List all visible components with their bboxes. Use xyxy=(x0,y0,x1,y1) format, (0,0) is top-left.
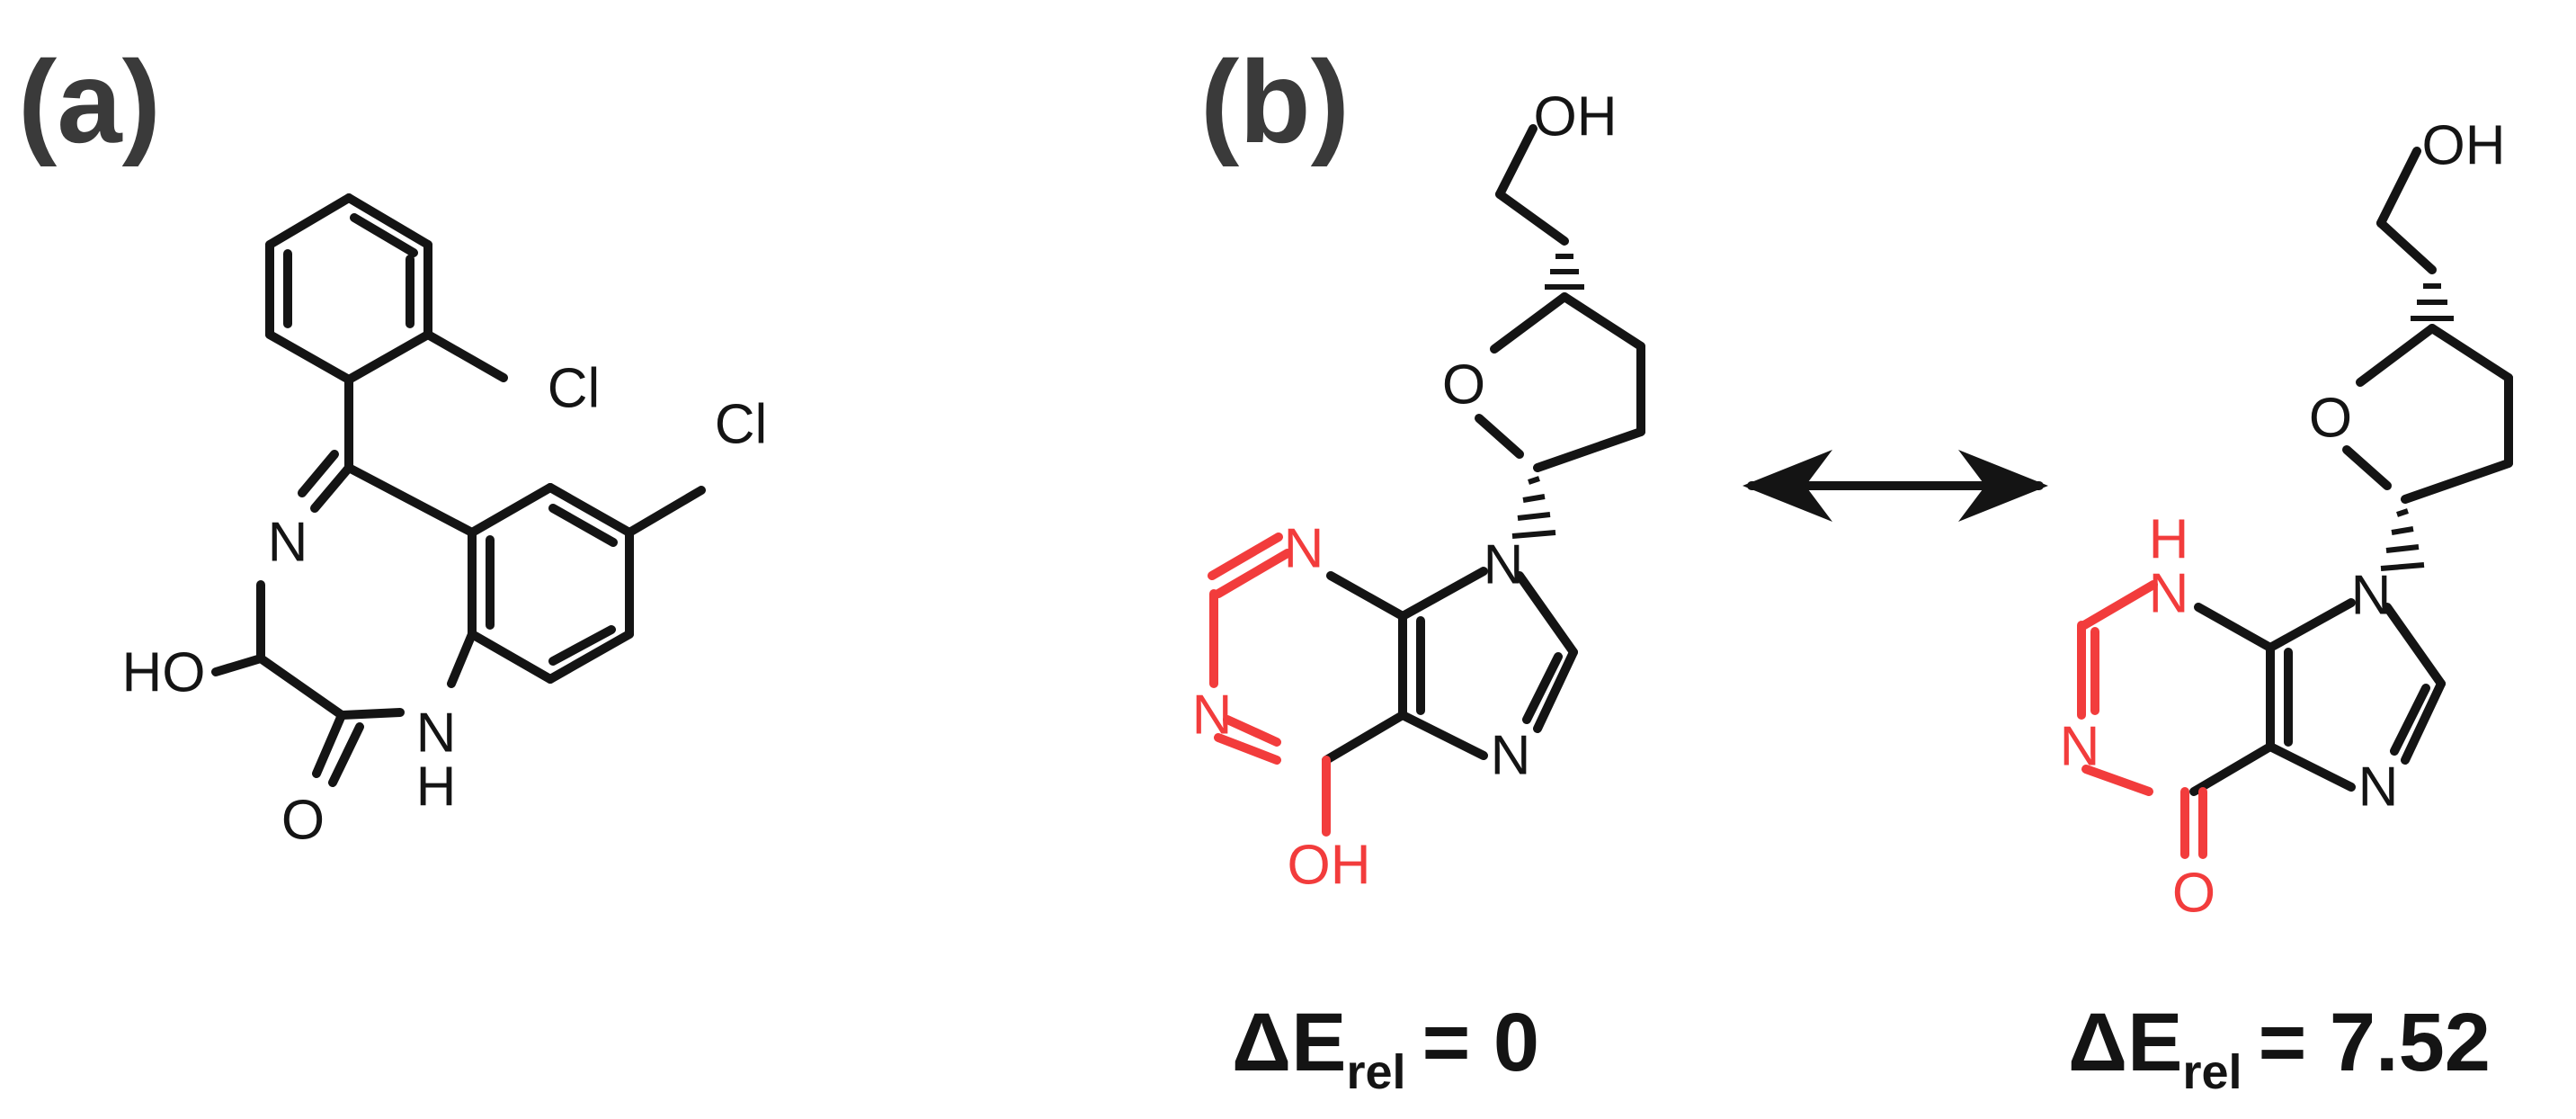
energy-symbol: ΔE xyxy=(2068,997,2183,1088)
chlorophenyl-ring xyxy=(265,193,508,384)
nitrogen-label: N xyxy=(1491,725,1531,787)
energy-label-left: ΔErel = 0 xyxy=(1232,997,1539,1099)
nitrogen-label: N xyxy=(1192,685,1233,747)
chlorobenzo-ring xyxy=(468,483,706,684)
molecule-b-left-atoms: OH O N N N N OH xyxy=(1192,86,1618,897)
nitrogen-label: N xyxy=(2060,716,2100,778)
oxygen-label: O xyxy=(1442,354,1485,416)
molecule-b-right: OH O N N H N N O xyxy=(2060,115,2513,925)
hashed-wedge xyxy=(1545,238,1584,290)
nitrogen-label: N xyxy=(1484,534,1524,596)
chlorine-label: Cl xyxy=(548,358,601,420)
chlorine-label: Cl xyxy=(715,394,768,456)
oxygen-label: O xyxy=(2309,388,2352,450)
panel-label-a: (a) xyxy=(18,36,161,167)
energy-value: = 7.52 xyxy=(2259,997,2491,1088)
hydroxyl-label: HO xyxy=(122,642,206,704)
energy-subscript: rel xyxy=(2183,1045,2242,1099)
energy-value: = 0 xyxy=(1422,997,1539,1088)
panel-label-b: (b) xyxy=(1200,36,1350,167)
molecule-a: Cl Cl N HO N H O xyxy=(122,193,768,852)
oxygen-label: O xyxy=(281,790,325,852)
energy-label-right: ΔErel = 7.52 xyxy=(2068,997,2491,1099)
nitrogen-label: N xyxy=(2358,756,2399,819)
energy-subscript: rel xyxy=(1347,1045,1406,1099)
oxygen-label: O xyxy=(2172,863,2215,925)
molecule-b-left: OH O N N N N OH xyxy=(1192,86,1645,897)
amine-hydrogen-label: H xyxy=(2149,509,2189,571)
amine-hydrogen-label: H xyxy=(416,756,457,819)
nitrogen-label: N xyxy=(2149,563,2189,625)
diazepine-ring xyxy=(211,375,477,787)
hashed-wedge xyxy=(1511,476,1556,539)
molecule-b-right-atoms: OH O N N H N N O xyxy=(2060,115,2506,925)
hydroxyl-label: OH xyxy=(2422,115,2506,177)
hydroxyl-label: OH xyxy=(1534,86,1618,148)
hydroxyl-label: OH xyxy=(1288,835,1371,897)
svg-text:ΔErel= 7.52: ΔErel = 7.52 xyxy=(2068,997,2491,1099)
hashed-wedge xyxy=(2380,508,2425,571)
molecule-a-atoms: Cl Cl N HO N H O xyxy=(122,358,768,852)
nitrogen-label: N xyxy=(1284,518,1324,580)
nitrogen-label: N xyxy=(2351,565,2392,627)
energy-symbol: ΔE xyxy=(1232,997,1347,1088)
svg-text:ΔErel= 0: ΔErel = 0 xyxy=(1232,997,1539,1099)
nitrogen-label: N xyxy=(416,703,457,765)
nitrogen-label: N xyxy=(268,512,308,574)
hashed-wedge xyxy=(2411,267,2454,321)
